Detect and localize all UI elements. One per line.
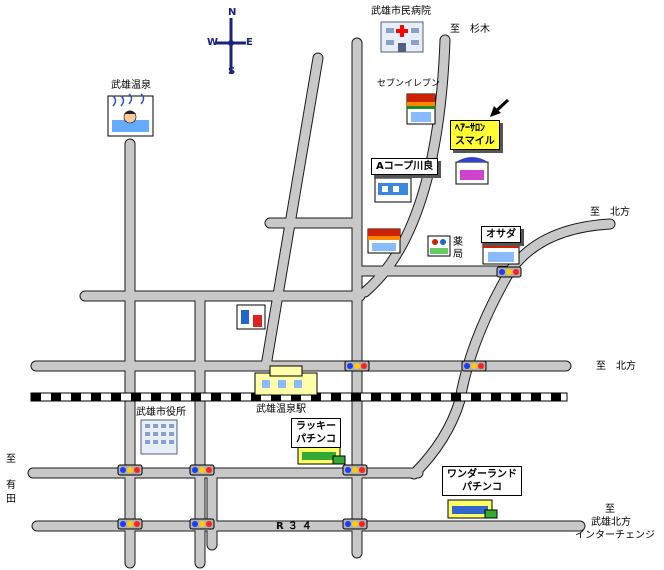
pharmacy-label-line1: 薬	[453, 237, 463, 248]
route-34-label: R３４	[276, 521, 316, 532]
traffic-signal-icon	[189, 518, 215, 530]
wonderland-pachinko-building-icon	[447, 499, 498, 519]
pharmacy-label-line2: 局	[453, 249, 463, 260]
seven-eleven-label: セブンイレブン	[377, 79, 441, 89]
hospital-label: 武雄市民病院	[371, 6, 431, 17]
lucky-pachinko-building-icon	[297, 445, 346, 465]
hair-salon-building-icon	[455, 157, 489, 185]
direction-to-arita-3: 田	[6, 494, 16, 505]
wonderland-pachinko-sign-line2: パチンコ	[462, 482, 502, 493]
post-office-icon	[236, 304, 266, 330]
osada-sign: オサダ	[481, 226, 521, 243]
traffic-signal-icon	[189, 464, 215, 476]
traffic-signal-icon	[117, 518, 143, 530]
compass-rose-icon	[216, 18, 246, 74]
direction-to-ic-3: インターチェンジ	[575, 530, 655, 541]
hair-salon-sign-line1: ﾍｱｰｻﾛﾝ	[455, 123, 485, 134]
direction-to-kitagata-upper: 至 北方	[590, 207, 630, 218]
onsen-label: 武雄温泉	[111, 80, 151, 91]
direction-to-kitagata-middle: 至 北方	[596, 361, 636, 372]
compass-west-label: W	[207, 37, 219, 48]
traffic-signal-icon	[496, 266, 522, 278]
direction-to-ic-2: 武雄北方	[591, 517, 631, 528]
a-coop-sign: Aコープ川良	[371, 158, 439, 175]
traffic-signal-icon	[344, 360, 370, 372]
compass-south-label: S	[228, 66, 236, 77]
lucky-pachinko-sign-line2: パチンコ	[296, 434, 336, 445]
supermarket-building-icon	[374, 177, 412, 203]
hot-spring-icon	[107, 93, 154, 137]
station-label: 武雄温泉駅	[256, 404, 306, 415]
wonderland-pachinko-sign-line1: ワンダーランド	[447, 469, 517, 480]
direction-to-arita-2: 有	[6, 480, 16, 491]
hair-salon-sign: ﾍｱｰｻﾛﾝ スマイル	[450, 120, 500, 150]
osada-store-icon	[482, 241, 520, 265]
traffic-signal-icon	[342, 518, 368, 530]
compass-east-label: E	[246, 37, 253, 48]
hair-salon-sign-line2: スマイル	[455, 136, 495, 147]
traffic-signal-icon	[342, 464, 368, 476]
direction-to-ic-1: 至	[605, 504, 615, 515]
direction-to-arita-1: 至	[6, 454, 16, 465]
pointer-arrow-icon	[490, 98, 510, 117]
direction-to-sugitake: 至 杉木	[450, 24, 490, 35]
convenience-store-icon	[406, 93, 436, 125]
city-hall-label: 武雄市役所	[136, 407, 186, 418]
traffic-signal-icon	[117, 464, 143, 476]
traffic-signal-layer	[117, 266, 522, 530]
hospital-building-icon	[380, 21, 424, 53]
pharmacy-building-icon	[427, 235, 451, 257]
lucky-pachinko-sign: ラッキー パチンコ	[291, 418, 341, 448]
lucky-pachinko-sign-line1: ラッキー	[296, 421, 336, 432]
shop-building-icon	[367, 228, 401, 254]
compass-north-label: N	[228, 7, 237, 18]
wonderland-pachinko-sign: ワンダーランド パチンコ	[442, 466, 522, 496]
city-hall-building-icon	[140, 419, 178, 455]
traffic-signal-icon	[461, 360, 487, 372]
road-layer	[27, 34, 616, 569]
station-building-icon	[254, 365, 318, 396]
